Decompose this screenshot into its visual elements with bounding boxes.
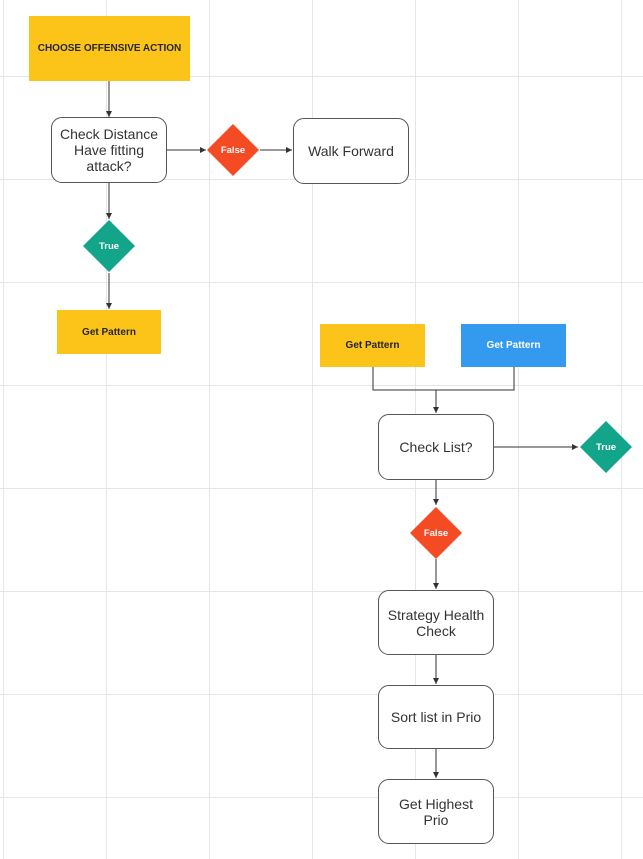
get-pattern-node-yellow[interactable]: Get Pattern xyxy=(320,324,425,367)
true-decision-diamond-right[interactable]: True xyxy=(580,421,632,473)
false-decision-label: False xyxy=(220,144,246,156)
sort-list-node[interactable]: Sort list in Prio xyxy=(378,685,494,749)
get-pattern-yellow-label: Get Pattern xyxy=(345,340,400,351)
true-decision-right-label: True xyxy=(595,441,617,453)
true-decision-label: True xyxy=(98,240,120,252)
edge-get-pattern-yellow-to-check-list xyxy=(372,367,439,413)
edge-get-pattern-blue-to-check-list xyxy=(436,367,515,391)
false-decision-diamond[interactable]: False xyxy=(207,124,259,176)
get-pattern-node-left[interactable]: Get Pattern xyxy=(57,310,161,354)
strategy-health-check-node[interactable]: Strategy Health Check xyxy=(378,590,494,655)
walk-forward-label: Walk Forward xyxy=(308,143,394,159)
choose-offensive-action-label: CHOOSE OFFENSIVE ACTION xyxy=(37,43,182,54)
true-decision-diamond[interactable]: True xyxy=(83,220,135,272)
false-decision-diamond-right[interactable]: False xyxy=(410,507,462,559)
get-pattern-blue-label: Get Pattern xyxy=(486,340,541,351)
true-diamond-shape xyxy=(83,220,135,272)
get-highest-prio-label: Get Highest Prio xyxy=(399,795,473,828)
false-diamond-shape xyxy=(207,124,259,176)
check-distance-node[interactable]: Check Distance Have fitting attack? xyxy=(51,117,167,183)
strategy-health-check-label: Strategy Health Check xyxy=(387,606,485,639)
false-diamond-shape-right xyxy=(410,507,462,559)
check-list-node[interactable]: Check List? xyxy=(378,414,494,480)
get-highest-prio-node[interactable]: Get Highest Prio xyxy=(378,779,494,844)
false-decision-right-label: False xyxy=(423,527,449,539)
choose-offensive-action-node[interactable]: CHOOSE OFFENSIVE ACTION xyxy=(29,16,190,81)
walk-forward-node[interactable]: Walk Forward xyxy=(293,118,409,184)
true-diamond-shape-right xyxy=(580,421,632,473)
get-pattern-left-label: Get Pattern xyxy=(82,326,136,338)
check-distance-label: Check Distance Have fitting attack? xyxy=(59,126,159,174)
check-list-label: Check List? xyxy=(399,439,473,455)
sort-list-label: Sort list in Prio xyxy=(390,709,482,725)
get-pattern-node-blue[interactable]: Get Pattern xyxy=(461,324,566,367)
